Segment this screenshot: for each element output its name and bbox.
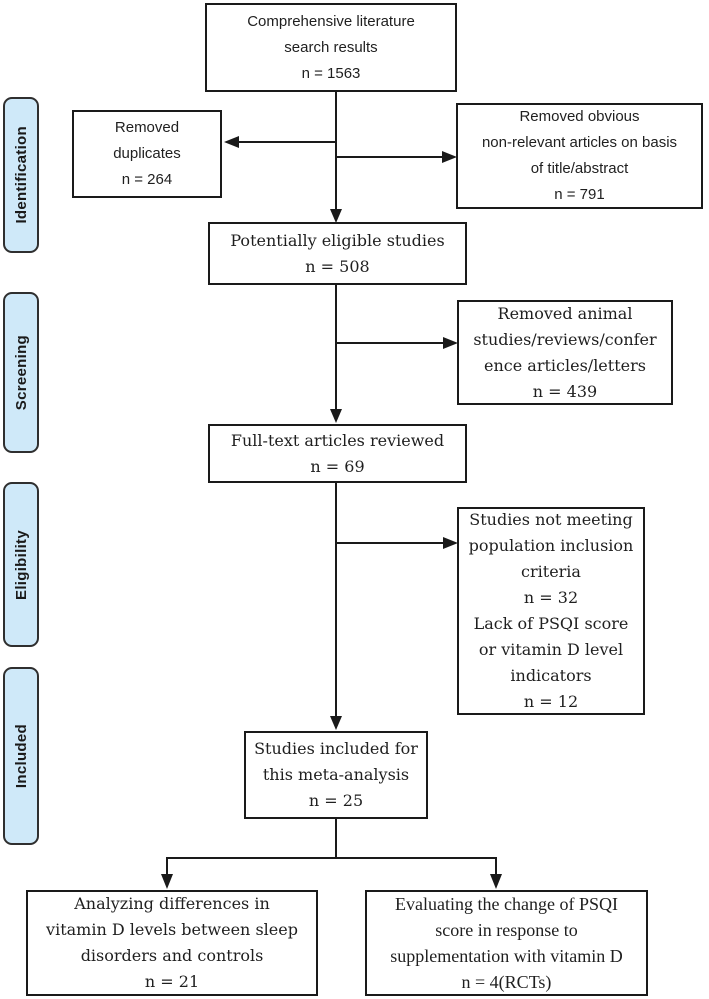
box-search-results: Comprehensive literature search results … xyxy=(205,3,457,92)
box-evaluating-change-text: Evaluating the change of PSQI score in r… xyxy=(390,894,623,992)
stage-label-included: Included xyxy=(3,667,39,845)
box-potentially-eligible-text: Potentially eligible studies n = 508 xyxy=(230,230,445,276)
box-removed-non-relevant-text: Removed obvious non-relevant articles on… xyxy=(481,108,678,203)
box-search-results-text: Comprehensive literature search results … xyxy=(247,12,415,82)
box-removed-duplicates-text: Removed duplicates n = 264 xyxy=(113,119,181,188)
stage-label-screening: Screening xyxy=(3,292,39,453)
stage-label-identification: Identification xyxy=(3,97,39,253)
box-removed-animal-studies: Removed animal studies/reviews/confer en… xyxy=(457,300,673,405)
box-evaluating-change: Evaluating the change of PSQI score in r… xyxy=(365,890,648,996)
box-full-text-reviewed: Full-text articles reviewed n = 69 xyxy=(208,424,467,483)
box-full-text-reviewed-text: Full-text articles reviewed n = 69 xyxy=(230,430,445,476)
box-included-studies-text: Studies included for this meta-analysis … xyxy=(254,739,418,810)
box-removed-duplicates: Removed duplicates n = 264 xyxy=(72,110,222,198)
box-not-meeting-criteria-text: Studies not meeting population inclusion… xyxy=(468,510,634,711)
box-analyzing-differences-text: Analyzing differences in vitamin D level… xyxy=(46,894,298,991)
stage-label-screening-text: Screening xyxy=(12,334,30,411)
stage-label-identification-text: Identification xyxy=(12,126,30,224)
box-removed-non-relevant: Removed obvious non-relevant articles on… xyxy=(456,103,703,209)
stage-label-included-text: Included xyxy=(12,723,30,789)
stage-label-eligibility: Eligibility xyxy=(3,482,39,647)
box-potentially-eligible: Potentially eligible studies n = 508 xyxy=(208,222,467,285)
box-not-meeting-criteria: Studies not meeting population inclusion… xyxy=(457,507,645,715)
box-analyzing-differences: Analyzing differences in vitamin D level… xyxy=(26,890,318,996)
stage-label-eligibility-text: Eligibility xyxy=(12,529,30,600)
box-removed-animal-studies-text: Removed animal studies/reviews/confer en… xyxy=(473,303,657,401)
box-included-studies: Studies included for this meta-analysis … xyxy=(244,731,428,819)
